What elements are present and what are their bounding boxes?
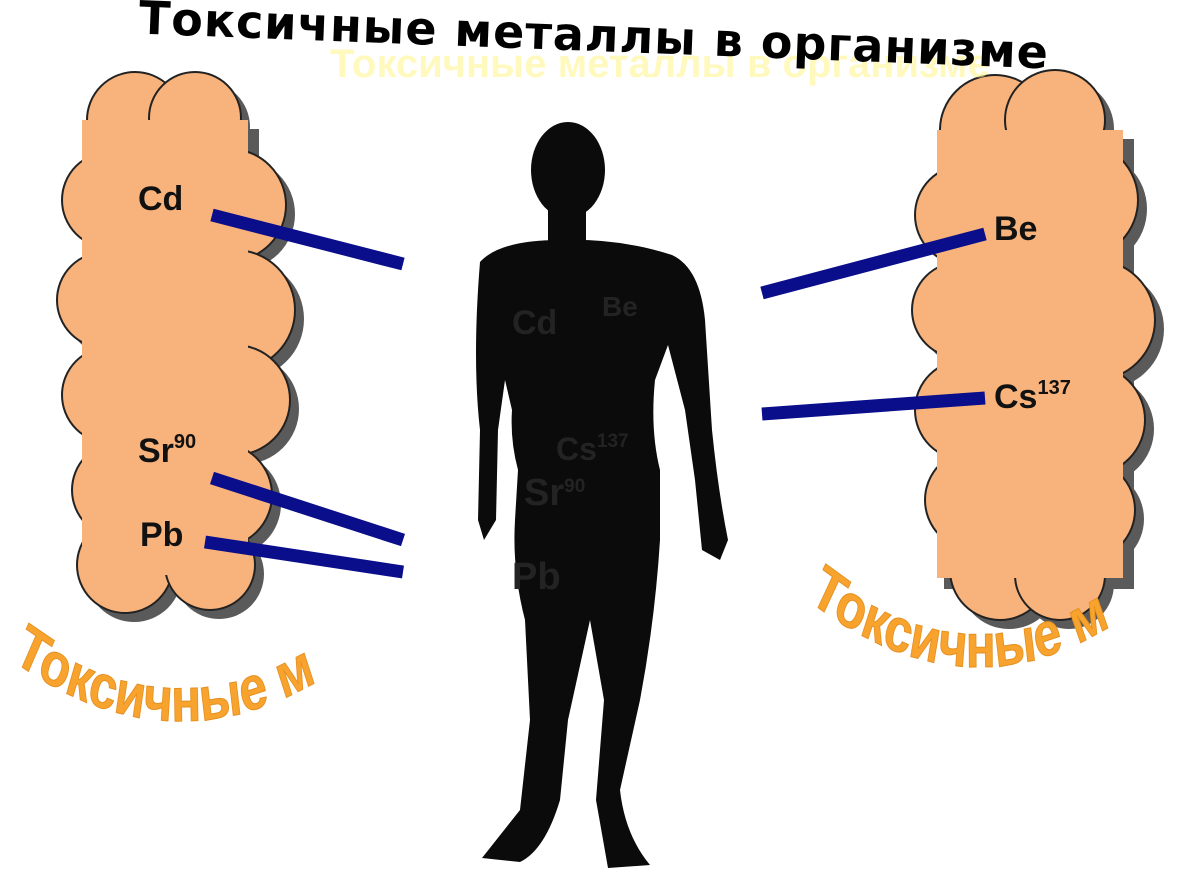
right-cloud — [912, 70, 1164, 629]
right-label-be: Be — [994, 210, 1037, 246]
left-label-cd: Cd — [138, 180, 183, 216]
body-label-pb: Pb — [512, 558, 561, 596]
body-label-cs: Cs137 — [556, 432, 629, 465]
left-label-sr: Sr90 — [138, 432, 196, 468]
body-label-cd: Cd — [512, 306, 557, 340]
body-label-be: Be — [602, 288, 638, 321]
right-label-cs: Cs137 — [994, 378, 1071, 414]
human-silhouette — [476, 122, 728, 868]
body-label-sr: Sr90 — [524, 474, 585, 512]
left-label-pb: Pb — [140, 516, 183, 552]
